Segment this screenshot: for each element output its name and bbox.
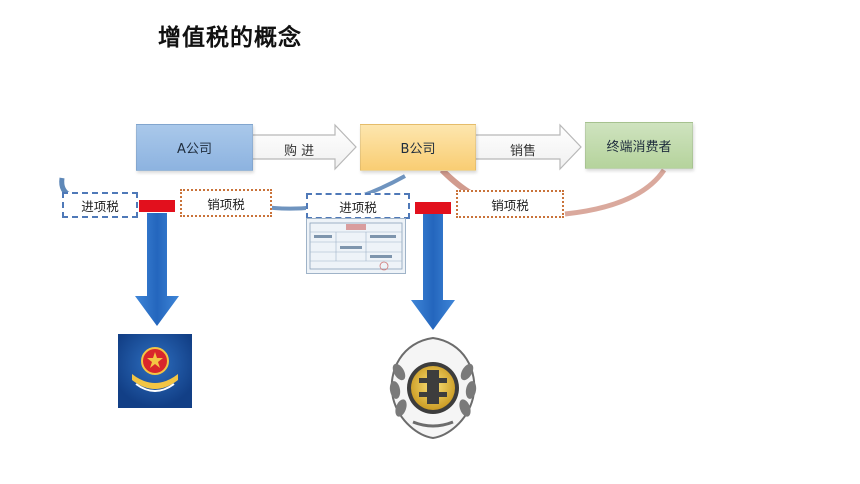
tax-seal-emblem-icon xyxy=(389,336,477,440)
sale-arrow xyxy=(474,123,582,171)
purchase-label: 购 进 xyxy=(284,144,315,159)
company-a-box: A公司 xyxy=(136,124,253,171)
consumer-box: 终端消费者 xyxy=(585,122,693,169)
company-b-box: B公司 xyxy=(360,124,476,171)
input-tax-tag-left: 进项税 xyxy=(62,192,138,218)
sale-label: 销售 xyxy=(510,144,537,159)
page-title: 增值税的概念 xyxy=(158,25,302,51)
purchase-arrow xyxy=(250,123,357,171)
tax-bar-a xyxy=(139,200,175,212)
down-arrow-b xyxy=(411,213,455,330)
output-tax-tag-a: 销项税 xyxy=(180,189,272,217)
curve-c-back-red xyxy=(564,168,667,217)
invoice-image-icon xyxy=(306,218,406,274)
input-tax-tag-b: 进项税 xyxy=(306,193,410,219)
down-arrow-a xyxy=(135,213,179,326)
tax-bar-b xyxy=(415,202,451,214)
tax-bureau-emblem-icon xyxy=(118,334,192,408)
output-tax-tag-b: 销项税 xyxy=(456,190,564,218)
